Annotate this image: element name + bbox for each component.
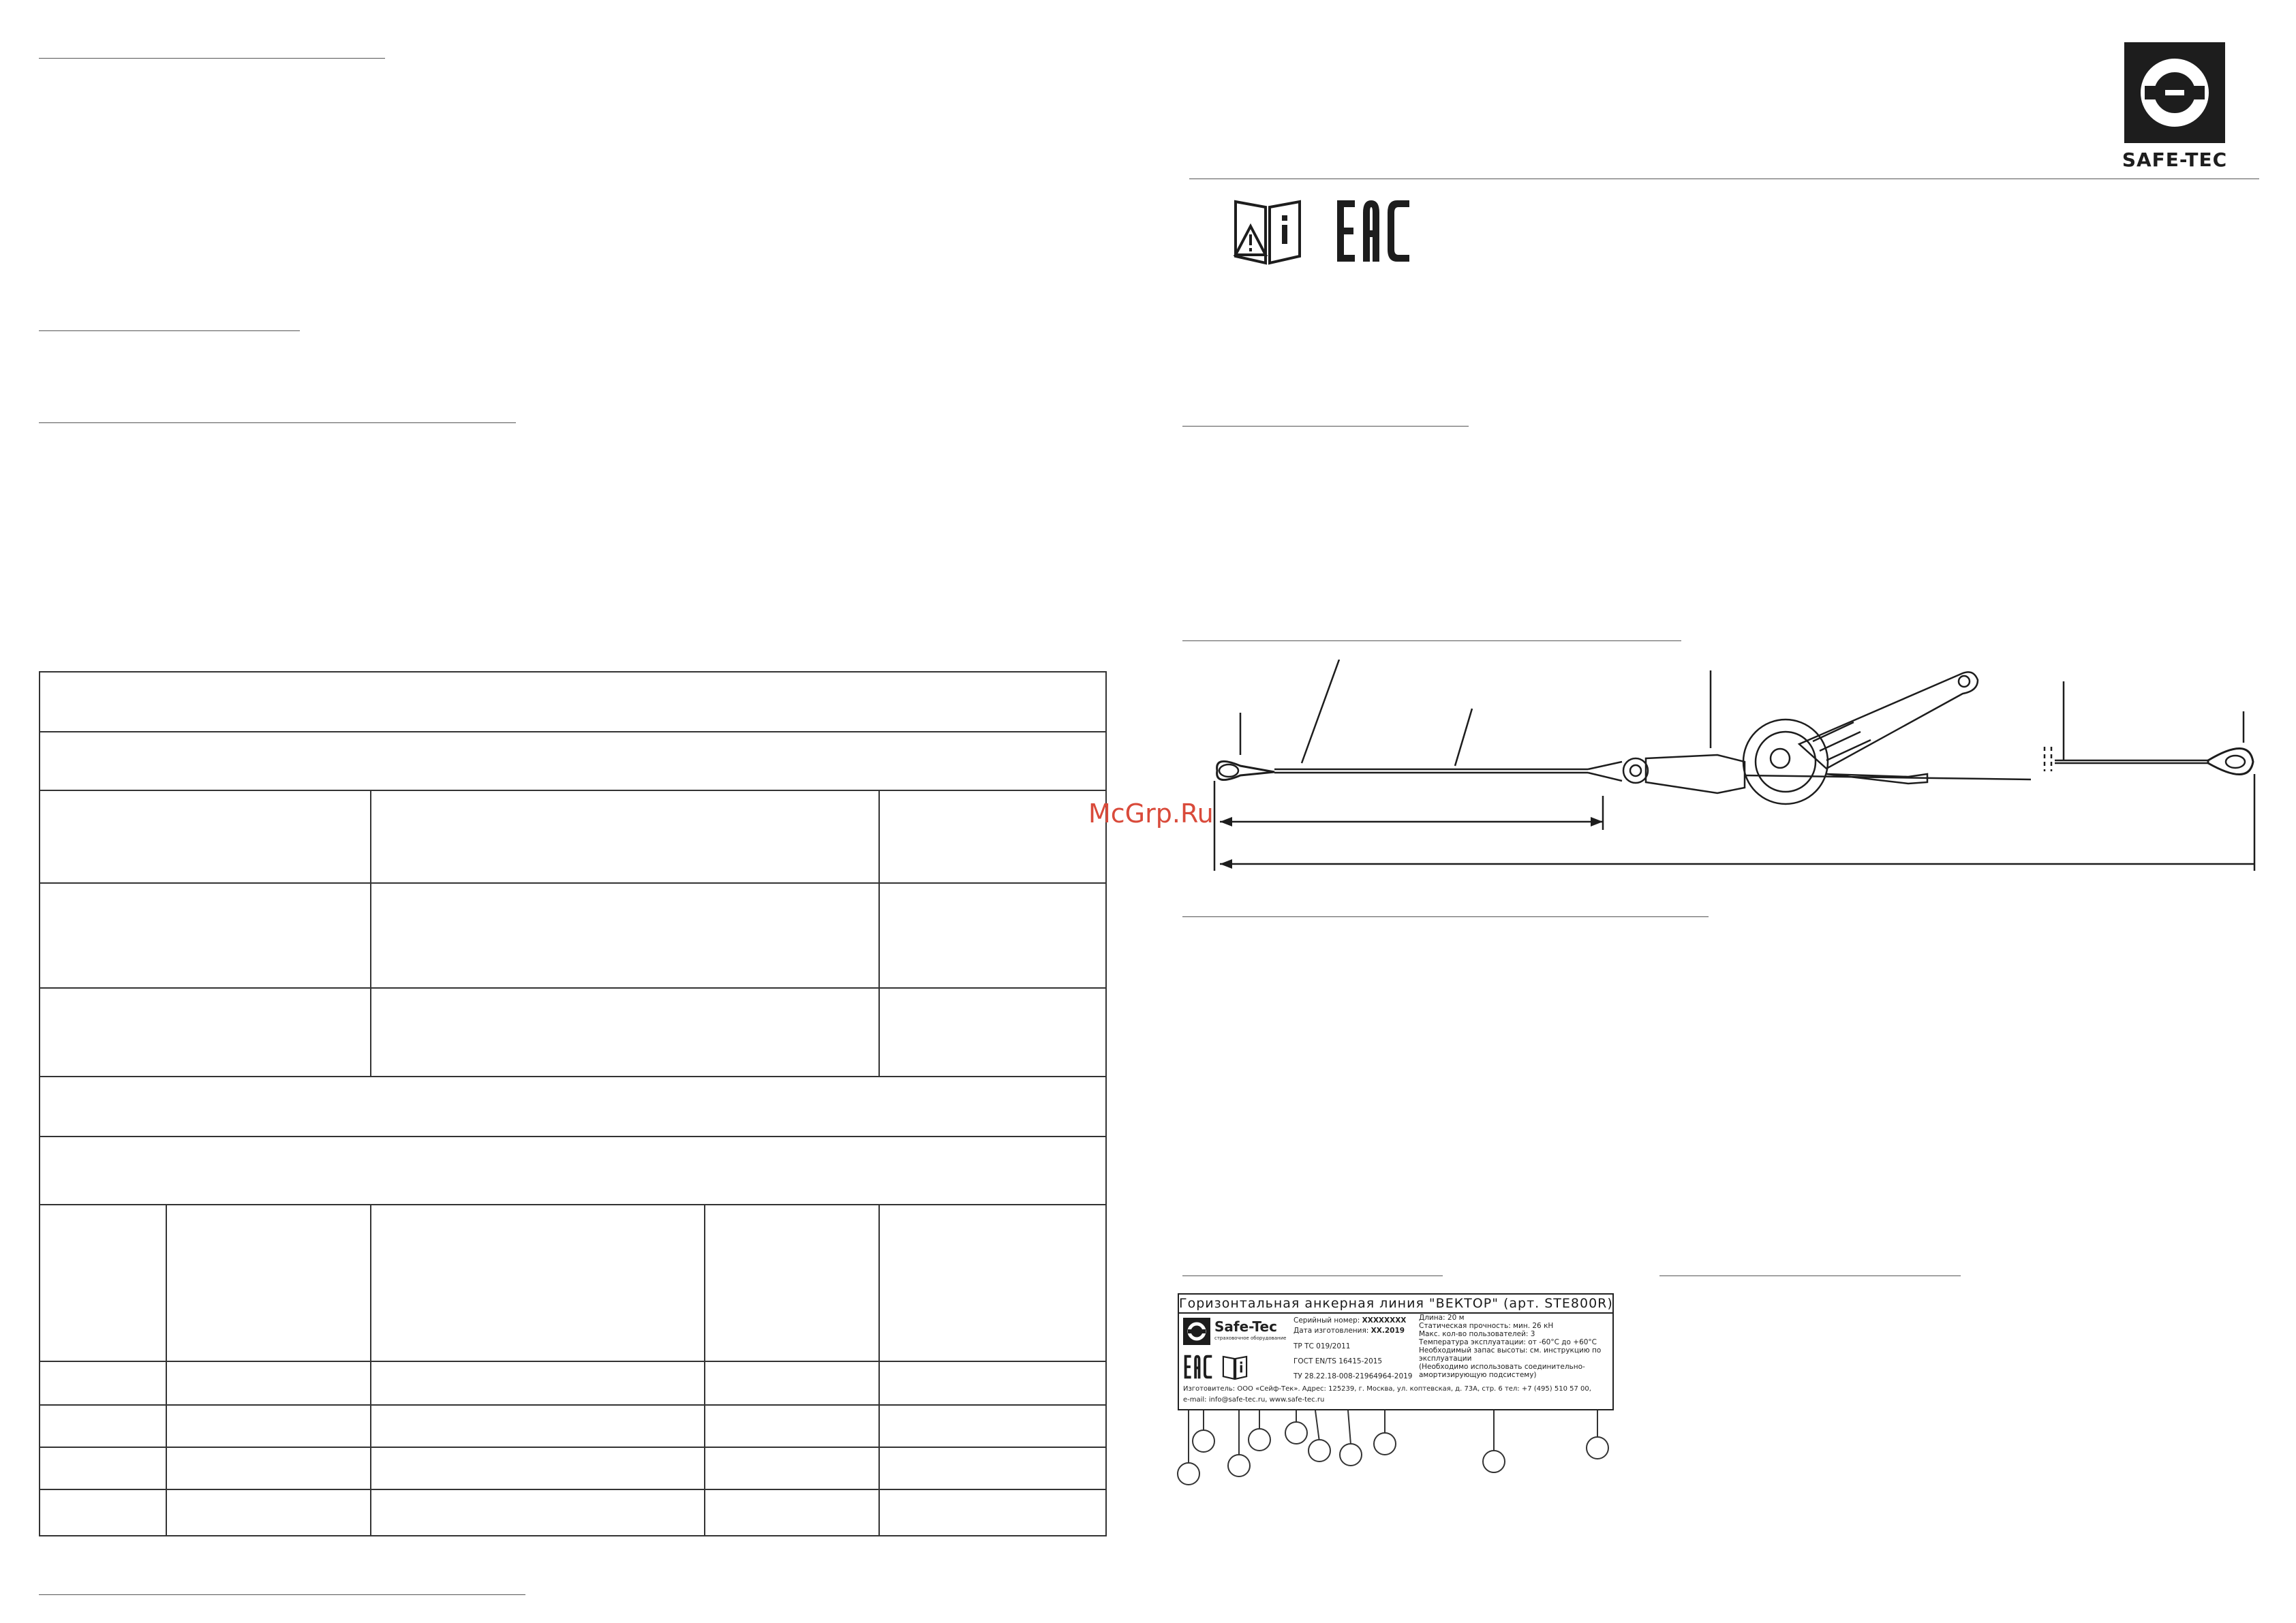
callout-circle — [1227, 1454, 1251, 1477]
anchor-line-diagram — [1199, 659, 2263, 880]
manufacturer-contacts: e-mail: info@safe-tec.ru, www.safe-tec.r… — [1183, 1396, 1325, 1404]
table-divider — [878, 1204, 880, 1535]
spec-note: (Необходимо использовать соединительно- — [1419, 1363, 1585, 1371]
callout-circle — [1482, 1450, 1505, 1473]
brand-logo-text: SAFE-TEC — [2122, 149, 2228, 171]
table-divider — [166, 1204, 167, 1535]
callout-circle — [1285, 1421, 1308, 1444]
table-row — [40, 731, 1105, 791]
table-row — [40, 1404, 1105, 1448]
table-row — [40, 1361, 1105, 1406]
footer-line — [39, 1594, 525, 1595]
table-row — [40, 673, 1105, 732]
table-divider — [370, 790, 371, 1076]
standard-1: ТР ТС 019/2011 — [1294, 1342, 1351, 1350]
heading-underline-1 — [39, 58, 385, 59]
callout-circle — [1373, 1432, 1396, 1455]
table-row — [40, 882, 1105, 989]
callout-circle — [1586, 1436, 1609, 1459]
manufacturer-address: Изготовитель: ООО «Сейф-Тек». Адрес: 125… — [1183, 1385, 1591, 1393]
callout-circle — [1339, 1443, 1362, 1466]
table-row — [40, 987, 1105, 1077]
date-label: Дата изготовления: XX.2019 — [1294, 1327, 1405, 1335]
table-divider — [878, 790, 880, 1076]
read-instructions-icon — [1221, 1353, 1249, 1383]
spec-note-2: амортизирующую подсистему) — [1419, 1371, 1537, 1379]
label-title: Горизонтальная анкерная линия "ВЕКТОР" (… — [1179, 1295, 1612, 1314]
product-label: Горизонтальная анкерная линия "ВЕКТОР" (… — [1178, 1293, 1614, 1410]
spec-clearance: Необходимый запас высоты: см. инструкцию… — [1419, 1346, 1602, 1355]
label-callouts — [1188, 1410, 1598, 1464]
heading-underline-3 — [39, 422, 516, 423]
callout-circle — [1177, 1462, 1200, 1485]
inspection-table — [39, 671, 1107, 1536]
section-underline-2 — [1182, 640, 1681, 641]
safe-tec-logo-icon — [2124, 42, 2225, 143]
spec-users: Макс. кол-во пользователей: 3 — [1419, 1330, 1535, 1338]
table-row — [40, 1136, 1105, 1205]
section-underline-1 — [1182, 426, 1469, 427]
callout-circle — [1192, 1429, 1215, 1453]
table-divider — [704, 1204, 705, 1535]
safe-tec-logo-icon — [1183, 1318, 1210, 1348]
table-row — [40, 1447, 1105, 1490]
heading-underline-2 — [39, 330, 300, 331]
table-row — [40, 1204, 1105, 1362]
read-instructions-icon — [1230, 192, 1305, 270]
callout-circle — [1308, 1439, 1331, 1462]
section-underline-3 — [1182, 916, 1709, 917]
spec-length: Длина: 20 м — [1419, 1314, 1465, 1322]
eac-mark-icon — [1183, 1355, 1213, 1382]
table-row — [40, 790, 1105, 884]
table-divider — [370, 1204, 371, 1535]
watermark: McGrp.Ru — [1088, 799, 1214, 829]
table-row — [40, 1076, 1105, 1137]
serial-label: Серийный номер: XXXXXXXX — [1294, 1316, 1407, 1325]
label-brand-caption: страховочное оборудование — [1214, 1335, 1287, 1341]
label-brand-name: Safe-Tec — [1214, 1318, 1277, 1335]
callout-circle — [1248, 1428, 1271, 1451]
standard-3: ТУ 28.22.18-008-21964964-2019 — [1294, 1372, 1413, 1380]
spec-clearance-2: эксплуатации — [1419, 1355, 1472, 1363]
standard-2: ГОСТ EN/TS 16415-2015 — [1294, 1357, 1383, 1365]
eac-mark-icon — [1336, 199, 1411, 266]
spec-temperature: Температура эксплуатации: от -60°С до +6… — [1419, 1338, 1597, 1346]
spec-strength: Статическая прочность: мин. 26 кН — [1419, 1322, 1554, 1330]
